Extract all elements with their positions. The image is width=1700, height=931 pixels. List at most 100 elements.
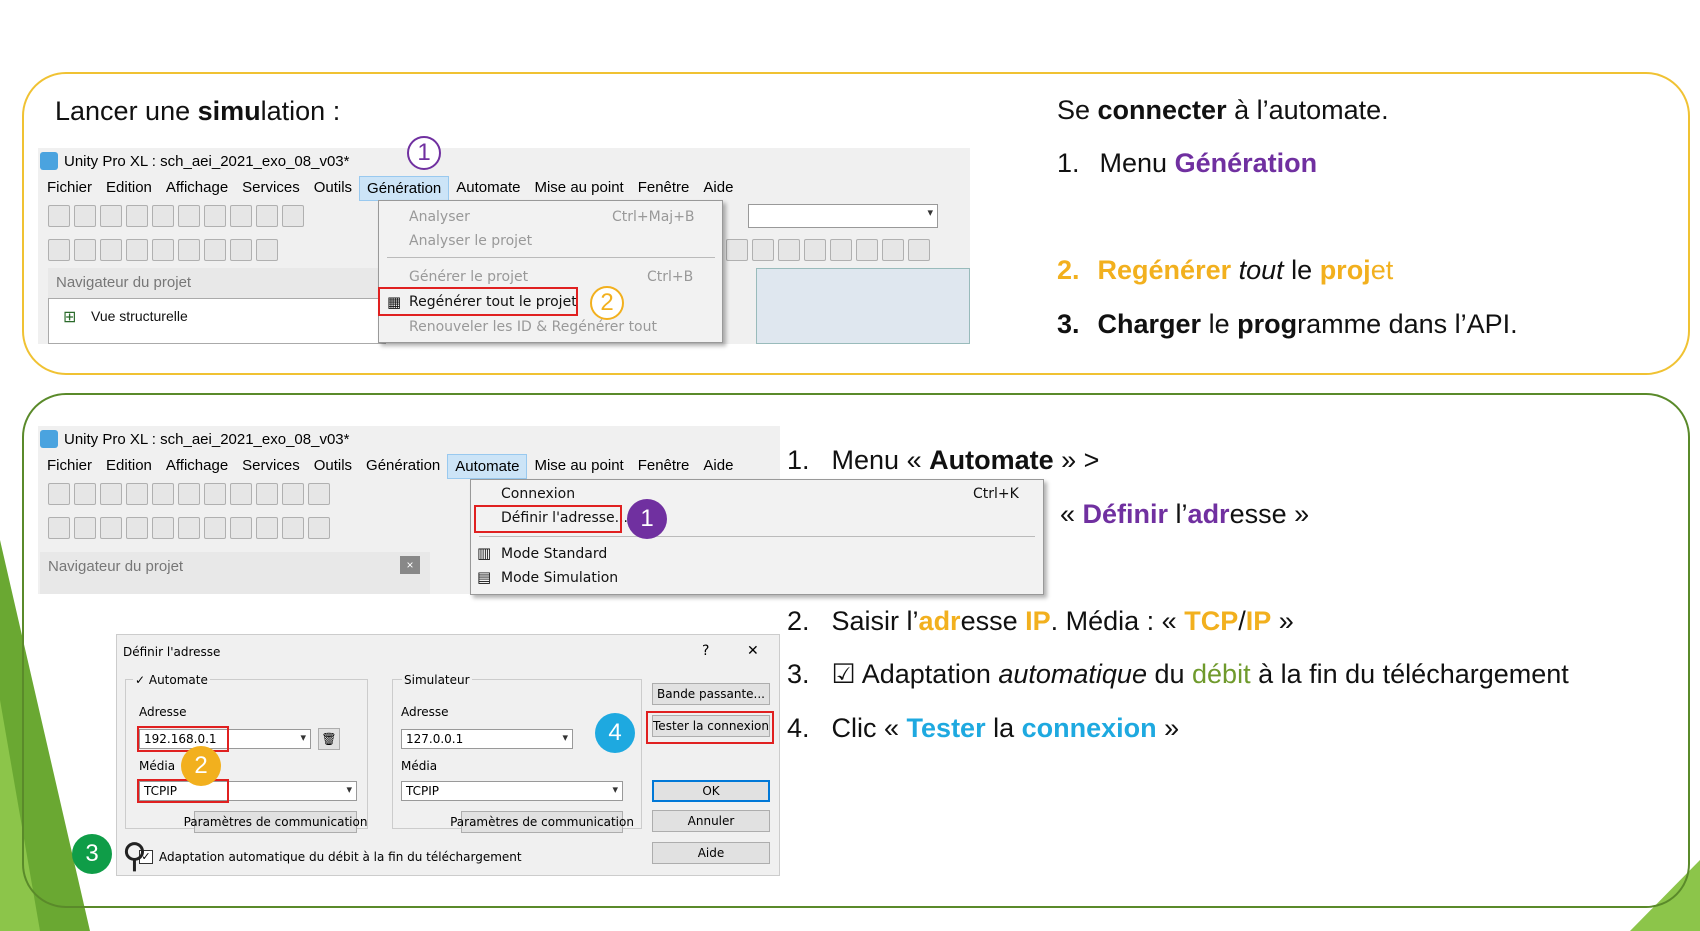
menu-services-b[interactable]: Services [242,457,300,474]
menu-item-analyser-projet[interactable]: Analyser le projet [409,233,533,249]
wrench-icon[interactable] [308,517,330,539]
hand-icon[interactable] [48,517,70,539]
menu-mise-au-point[interactable]: Mise au point [534,179,624,196]
page-icon[interactable] [100,517,122,539]
paste-icon[interactable] [100,205,122,227]
menu-edition[interactable]: Edition [106,179,152,196]
menu-item-generer-projet[interactable]: Générer le projet [409,269,529,285]
ok-button[interactable]: OK [652,780,770,802]
font-icon[interactable] [908,239,930,261]
menu-item-definir-adresse[interactable]: Définir l'adresse... [501,510,628,526]
media-label: Média [139,759,176,773]
menu-fenetre-b[interactable]: Fenêtre [637,457,690,474]
close-icon[interactable]: × [400,556,420,574]
menu-outils-b[interactable]: Outils [313,457,353,474]
dollar-icon[interactable] [204,239,226,261]
screen-icon[interactable] [282,205,304,227]
redo-icon[interactable] [152,483,174,505]
chart-icon[interactable] [778,239,800,261]
menu-aide[interactable]: Aide [703,179,734,196]
undo-icon[interactable] [126,205,148,227]
menu-fichier-b[interactable]: Fichier [47,457,93,474]
undo-icon[interactable] [126,483,148,505]
list-icon[interactable] [126,239,148,261]
search-icon[interactable] [230,205,252,227]
search-combo[interactable]: ▾ [748,204,938,228]
search-icon[interactable] [230,483,252,505]
check-icon[interactable] [178,483,200,505]
menu-item-mode-standard[interactable]: Mode Standard [501,546,608,562]
param-comm-button[interactable]: Paramètres de communication [184,811,367,833]
text-a-icon[interactable] [856,239,878,261]
menu-item-analyser[interactable]: Analyser [409,209,470,225]
link-icon[interactable] [230,239,252,261]
link-icon[interactable] [230,517,252,539]
menu-automate-b[interactable]: Automate [447,454,528,479]
media-select[interactable]: TCPIP▾ [139,781,357,801]
menu-affichage[interactable]: Affichage [165,179,229,196]
menu-aide-b[interactable]: Aide [703,457,734,474]
bande-passante-button[interactable]: Bande passante... [652,683,770,705]
adaptation-checkbox[interactable]: ✓ [139,850,153,864]
highlight-regenerer [378,287,578,316]
list-icon[interactable] [126,517,148,539]
edit-icon[interactable] [152,517,174,539]
step-icon[interactable] [178,517,200,539]
annuler-button[interactable]: Annuler [652,810,770,832]
tester-connexion-button[interactable]: Tester la connexion [652,715,770,737]
menu-mise-au-point-b[interactable]: Mise au point [534,457,624,474]
menu-automate[interactable]: Automate [456,179,521,196]
menu-generation-b[interactable]: Génération [366,457,441,474]
copy-icon[interactable] [48,483,70,505]
menu-services[interactable]: Services [242,179,300,196]
glasses-icon[interactable] [804,239,826,261]
menu-fenetre[interactable]: Fenêtre [637,179,690,196]
menu-item-renouveler-id[interactable]: Renouveler les ID & Regénérer tout [409,319,657,335]
trash-icon[interactable]: 🗑 [318,728,340,750]
step-icon[interactable] [178,239,200,261]
paste-icon[interactable] [100,483,122,505]
run-icon[interactable] [726,239,748,261]
step-badge-b4: 4 [595,713,635,753]
menu-generation[interactable]: Génération [359,176,450,201]
zoom-icon[interactable] [256,483,278,505]
zoom-icon[interactable] [256,205,278,227]
help-icon[interactable]: ? [702,643,710,659]
pin-icon[interactable] [74,239,96,261]
tools-icon[interactable] [204,483,226,505]
aide-button[interactable]: Aide [652,842,770,864]
copy-icon[interactable] [48,205,70,227]
menu-outils[interactable]: Outils [313,179,353,196]
menu-fichier[interactable]: Fichier [47,179,93,196]
menu-item-mode-simulation[interactable]: Mode Simulation [501,570,619,586]
cut-icon[interactable] [74,205,96,227]
sr-icon[interactable] [830,239,852,261]
sim-adresse-input[interactable]: 127.0.0.1▾ [401,729,573,749]
page-icon[interactable] [100,239,122,261]
gear-icon[interactable] [282,517,304,539]
menu-affichage-b[interactable]: Affichage [165,457,229,474]
close-icon[interactable]: ✕ [747,643,759,659]
screen-icon[interactable] [282,483,304,505]
redo-icon[interactable] [152,205,174,227]
io-icon[interactable] [752,239,774,261]
tools-icon[interactable] [204,205,226,227]
camera-icon[interactable] [256,517,278,539]
sim-media-select[interactable]: TCPIP▾ [401,781,623,801]
camera-icon[interactable] [256,239,278,261]
dollar-icon[interactable] [204,517,226,539]
menu-item-connexion[interactable]: Connexion [501,486,576,502]
sim-param-comm-button[interactable]: Paramètres de communication [450,811,634,833]
edit-icon[interactable] [152,239,174,261]
text-a2-icon[interactable] [882,239,904,261]
menu-edition-b[interactable]: Edition [106,457,152,474]
menu-item-regenerer-tout[interactable]: Regénérer tout le projet [409,294,577,310]
adresse-input[interactable]: 192.168.0.1▾ [139,729,311,749]
pin-icon[interactable] [74,517,96,539]
download-icon[interactable] [308,483,330,505]
check-icon[interactable] [178,205,200,227]
cut-icon[interactable] [74,483,96,505]
unity-app-icon-bottom [40,430,58,448]
hand-icon[interactable] [48,239,70,261]
tree-item-vue-structurelle[interactable]: Vue structurelle [91,308,188,324]
